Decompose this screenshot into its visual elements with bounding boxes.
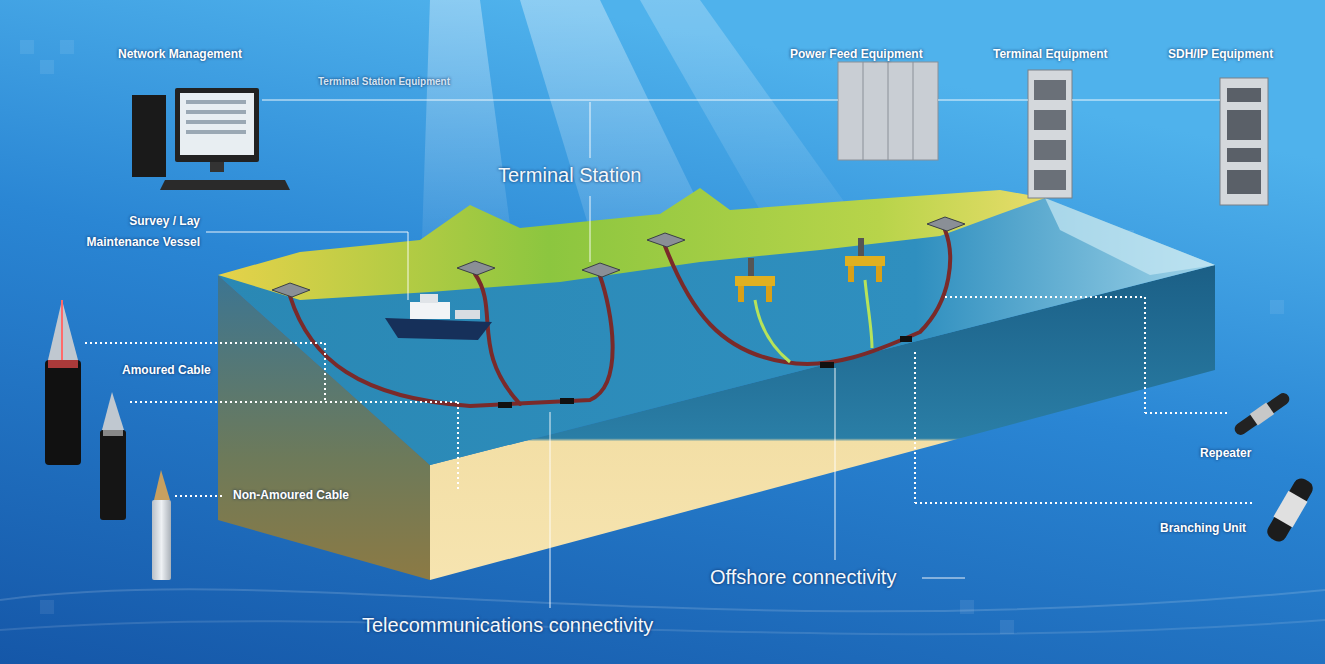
component-label: Repeater: [1200, 446, 1251, 460]
equipment-label: Power Feed Equipment: [790, 47, 923, 61]
section-label: Offshore connectivity: [710, 566, 896, 589]
section-label: Telecommunications connectivity: [362, 614, 653, 637]
equipment-label: Terminal Station Equipment: [318, 76, 450, 87]
vessel-label: Survey / Lay Maintenance Vessel: [62, 211, 200, 253]
equipment-label: Terminal Equipment: [993, 47, 1107, 61]
cable-label: Non-Amoured Cable: [233, 488, 349, 502]
equipment-label: Network Management: [118, 47, 242, 61]
cable-label: Amoured Cable: [122, 363, 211, 377]
equipment-label: SDH/IP Equipment: [1168, 47, 1273, 61]
component-label: Branching Unit: [1160, 521, 1246, 535]
section-label: Terminal Station: [498, 164, 641, 187]
